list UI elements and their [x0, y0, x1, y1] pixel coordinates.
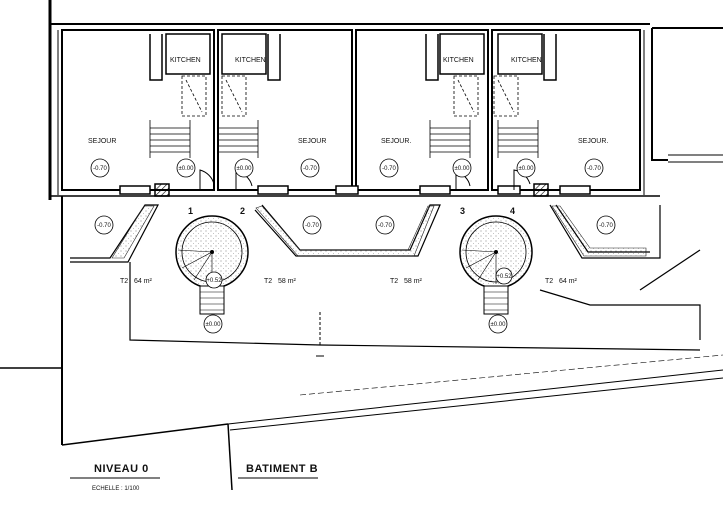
apartment-walls — [57, 29, 645, 195]
interior-stairs — [181, 75, 519, 117]
exterior-walls — [48, 0, 723, 200]
apartment-area: 64 m² — [134, 278, 153, 285]
unit-number: 2 — [240, 206, 245, 216]
level-text: ±0.00 — [455, 166, 471, 172]
sejour-label: SEJOUR. — [578, 138, 608, 145]
level-text: ±0.00 — [206, 322, 222, 328]
apartment-type: T2 — [390, 278, 398, 285]
level-texts-interior: -0.70 ±0.00 ±0.00 -0.70 -0.70 ±0.00 ±0.0… — [93, 166, 601, 172]
kitchen-label: KITCHEN — [511, 57, 542, 64]
kitchen-labels: KITCHEN KITCHEN KITCHEN KITCHEN — [170, 57, 542, 64]
level-text: +0.52 — [206, 278, 222, 284]
sejour-label: SEJOUR — [298, 138, 326, 145]
level-text: -0.70 — [97, 223, 111, 229]
apartment-labels: T2 64 m² T2 58 m² T2 58 m² T2 64 m² — [120, 278, 578, 285]
scale-text: ECHELLE : 1/100 — [92, 486, 140, 492]
level-text: -0.70 — [599, 223, 613, 229]
level-text: -0.70 — [382, 166, 396, 172]
level-text: +0.52 — [496, 274, 512, 280]
level-markers-interior — [90, 158, 604, 178]
unit-number: 3 — [460, 206, 465, 216]
unit-number: 4 — [510, 206, 515, 216]
level-text: -0.70 — [303, 166, 317, 172]
kitchen-label: KITCHEN — [170, 57, 201, 64]
level-text: -0.70 — [587, 166, 601, 172]
level-texts-terrace: -0.70 -0.70 -0.70 -0.70 ±0.00 ±0.00 — [97, 223, 613, 328]
level-text: -0.70 — [93, 166, 107, 172]
level-text: ±0.00 — [519, 166, 535, 172]
building-name: BATIMENT B — [246, 463, 318, 475]
level-text: ±0.00 — [491, 322, 507, 328]
unit-numbers: 1 2 3 4 — [188, 206, 515, 216]
sejour-label: SEJOUR. — [381, 138, 411, 145]
sejour-labels: SEJOUR SEJOUR SEJOUR. SEJOUR. — [88, 138, 608, 145]
apartment-area: 64 m² — [559, 278, 578, 285]
level-title: NIVEAU 0 — [94, 463, 149, 475]
kitchen-label: KITCHEN — [235, 57, 266, 64]
sejour-label: SEJOUR — [88, 138, 116, 145]
apartment-area: 58 m² — [278, 278, 297, 285]
kitchen-niches — [149, 33, 557, 81]
apartment-area: 58 m² — [404, 278, 423, 285]
level-text: -0.70 — [305, 223, 319, 229]
level-text: -0.70 — [378, 223, 392, 229]
spiral-stair-left — [175, 215, 249, 315]
apartment-type: T2 — [264, 278, 272, 285]
kitchen-label: KITCHEN — [443, 57, 474, 64]
apartment-type: T2 — [120, 278, 128, 285]
site-lines — [0, 196, 723, 491]
unit-number: 1 — [188, 206, 193, 216]
level-text: ±0.00 — [179, 166, 195, 172]
apartment-type: T2 — [545, 278, 553, 285]
level-text: ±0.00 — [237, 166, 253, 172]
spiral-stair-right — [459, 215, 533, 315]
hedges — [111, 205, 647, 259]
stair-treads — [149, 120, 539, 158]
level-markers-terrace — [94, 215, 616, 334]
facade-openings — [119, 183, 591, 197]
